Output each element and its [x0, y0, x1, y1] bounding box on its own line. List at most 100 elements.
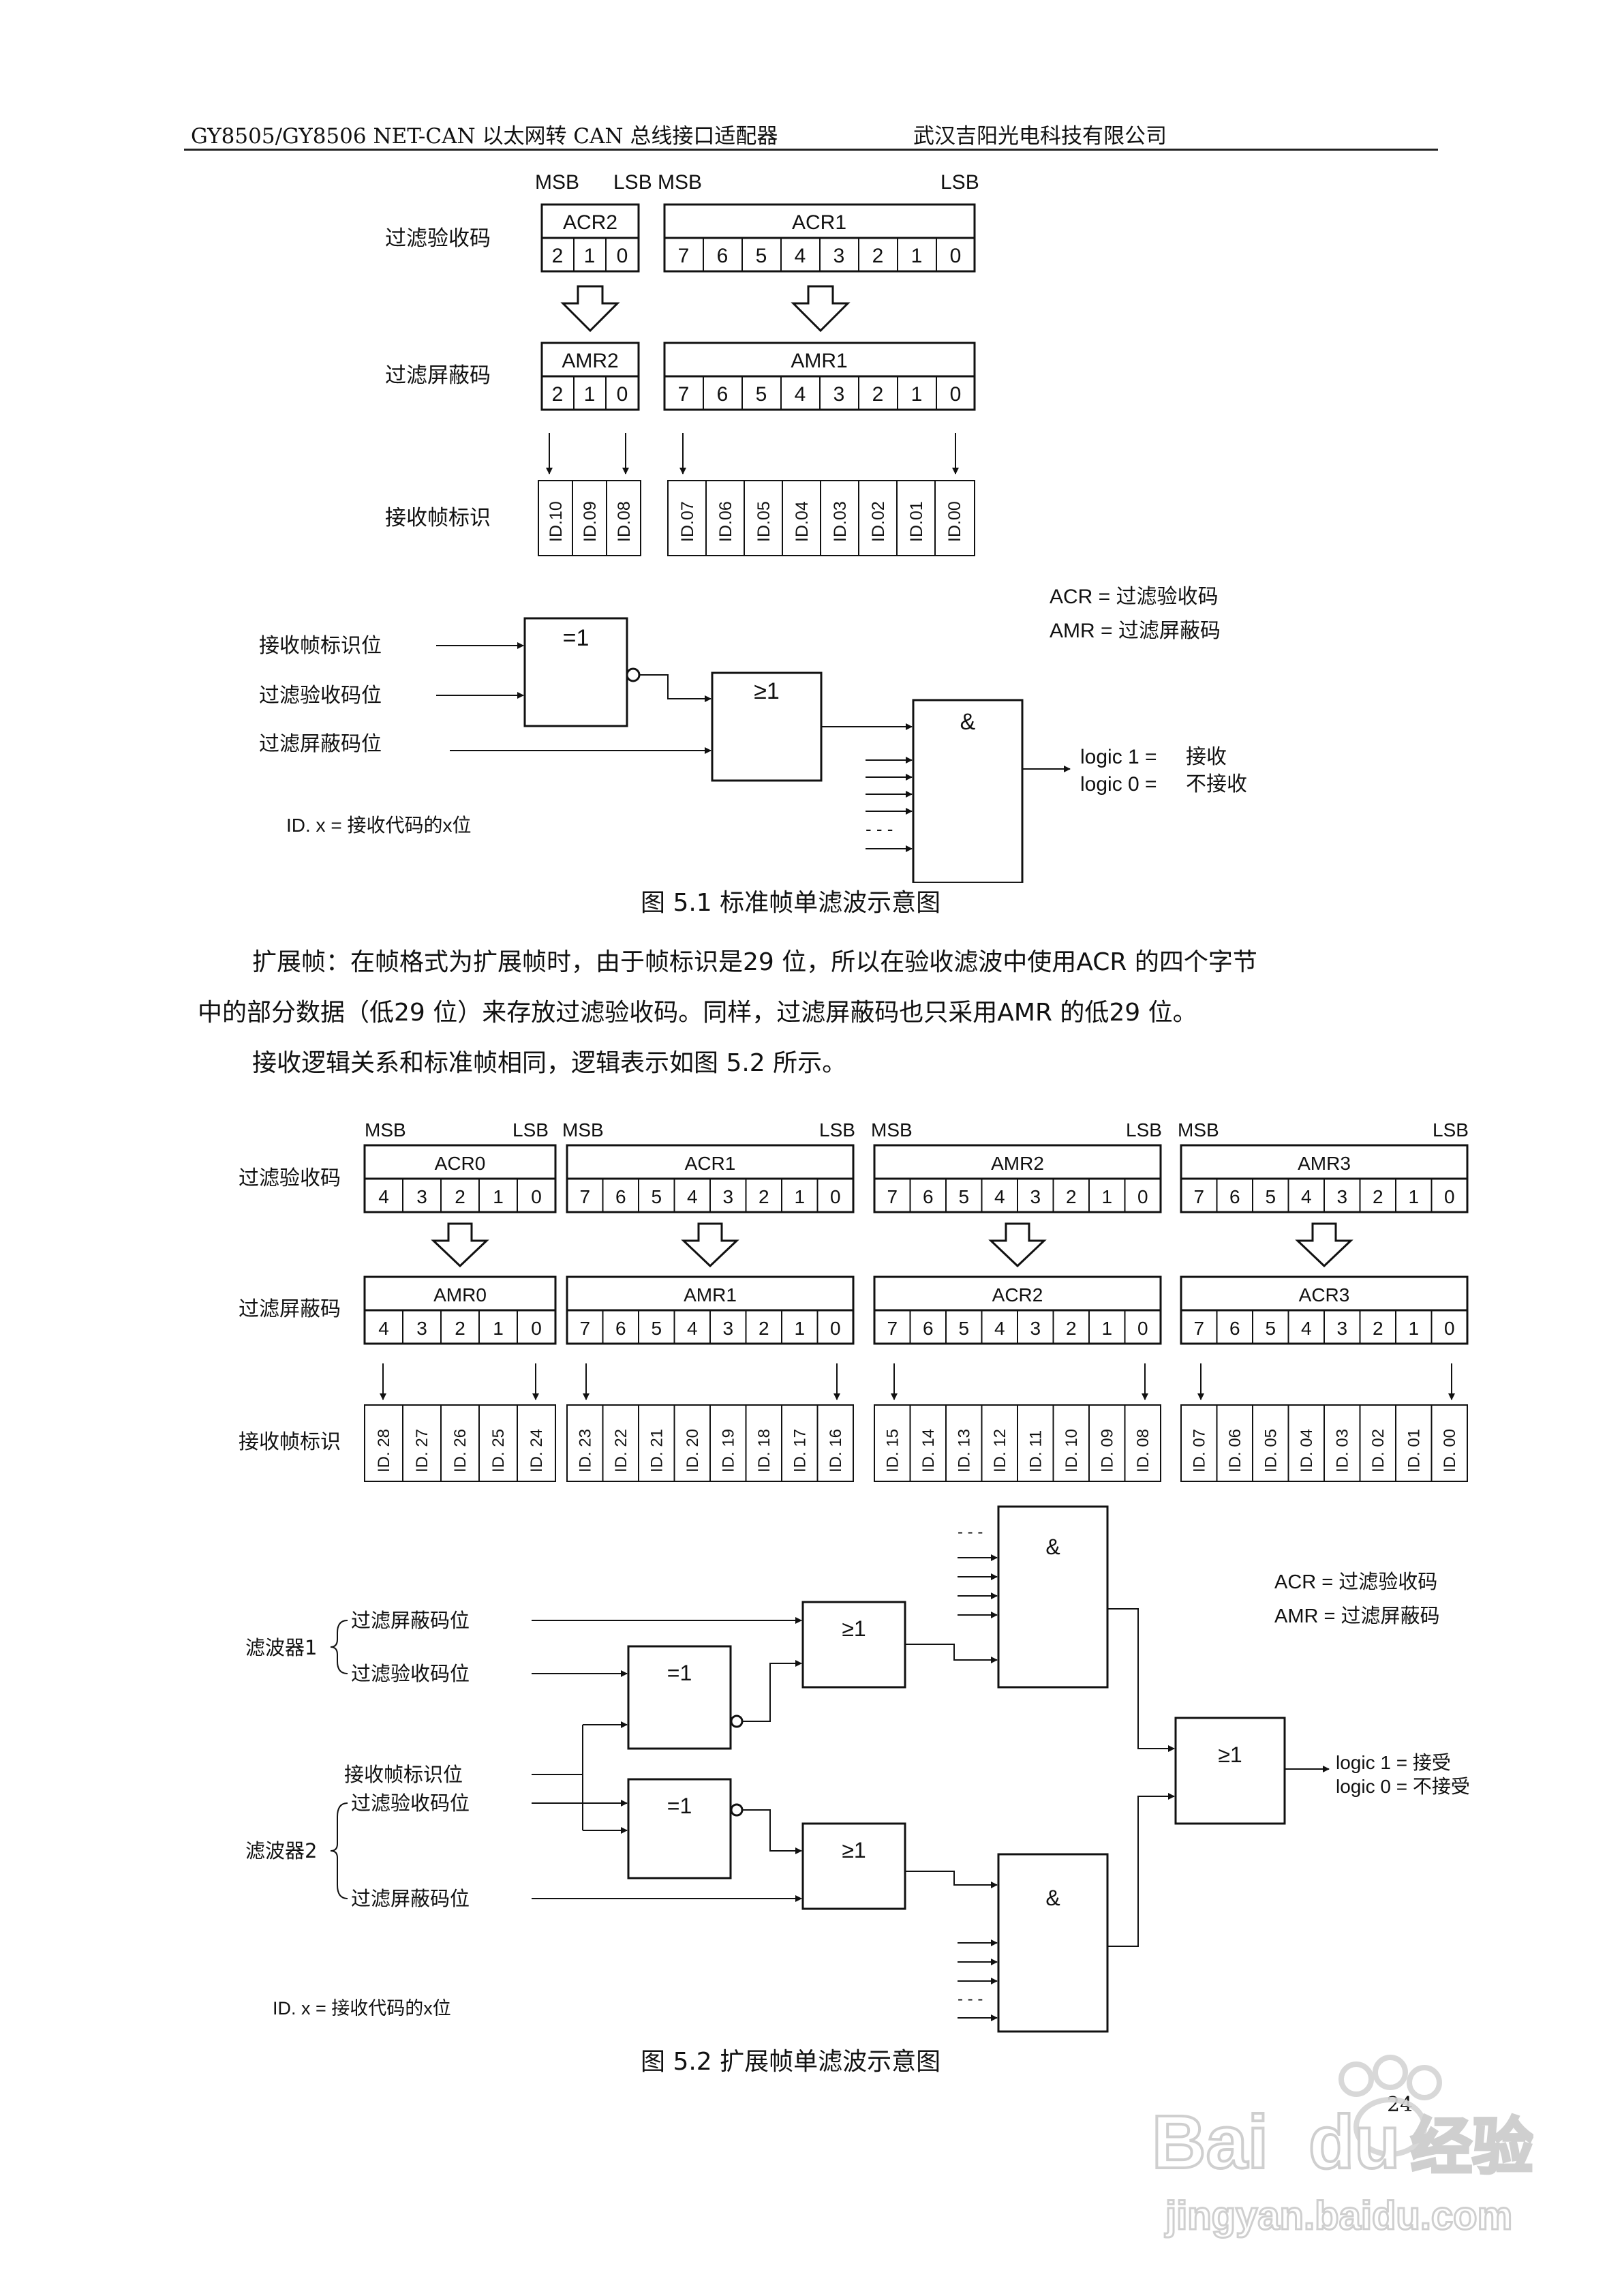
reg-acr2: ACR2 — [992, 1284, 1043, 1305]
bit-cell: 7 — [678, 245, 690, 267]
bit-cell: 5 — [651, 1318, 662, 1339]
id-label: ID. 18 — [755, 1429, 774, 1472]
reg-amr1: AMR1 — [684, 1284, 737, 1305]
or-gate-2 — [801, 1822, 906, 1910]
reg-amr2: AMR2 — [991, 1153, 1044, 1174]
id-label: ID.04 — [793, 501, 812, 542]
id-label: ID. 19 — [719, 1429, 737, 1472]
id-label: ID. 02 — [1369, 1429, 1388, 1472]
row-label: 过滤屏蔽码 — [239, 1297, 341, 1321]
id-label: ID. 04 — [1298, 1429, 1316, 1472]
id-label: ID. 12 — [991, 1429, 1009, 1472]
msb-label: MSB — [535, 171, 579, 194]
bit-cell: 5 — [756, 383, 767, 406]
id-label: ID. 27 — [413, 1429, 431, 1472]
lsb-label: LSB — [819, 1119, 855, 1141]
bit-cell: 2 — [455, 1186, 465, 1207]
logic-1: logic 1 = 接受 — [1336, 1752, 1451, 1773]
input-label: 接收帧标识位 — [259, 634, 382, 658]
bit-cell: 1 — [794, 1186, 805, 1207]
bit-cell: 4 — [795, 383, 806, 406]
figure-5-1: MSB LSB MSB LSB ACR2 ACR1 AMR2 AMR1 2 1 … — [259, 171, 1247, 883]
id-label: ID. 16 — [827, 1429, 845, 1472]
amr2-label: AMR2 — [562, 350, 618, 372]
paragraph: 中的部分数据（低29 位）来存放过滤验收码。同样，过滤屏蔽码也只采用AMR 的低… — [198, 999, 1197, 1027]
msb-label: MSB — [1178, 1119, 1219, 1141]
header-title: GY8505/GY8506 NET-CAN 以太网转 CAN 总线接口适配器 — [191, 124, 778, 149]
and-label: & — [960, 709, 976, 735]
msb-label: MSB — [871, 1119, 913, 1141]
id-label: ID.06 — [716, 501, 735, 542]
bit-cell: 2 — [1373, 1318, 1383, 1339]
bit-cell: 7 — [678, 383, 690, 406]
id-label: ID.03 — [831, 501, 850, 542]
bit-cell: 1 — [493, 1318, 504, 1339]
id-label: ID. 08 — [1134, 1429, 1152, 1472]
and-label: & — [1045, 1535, 1060, 1559]
logic-0: logic 0 = 不接受 — [1336, 1776, 1470, 1797]
bit-cell: 1 — [794, 1318, 805, 1339]
bit-cell: 7 — [579, 1318, 590, 1339]
bit-cell: 5 — [1265, 1318, 1276, 1339]
bit-cell: 2 — [552, 383, 564, 406]
bit-cell: 2 — [455, 1318, 465, 1339]
logic-1-text: 接收 — [1186, 745, 1227, 769]
bit-cell: 6 — [717, 245, 729, 267]
page-header: GY8505/GY8506 NET-CAN 以太网转 CAN 总线接口适配器 武… — [184, 116, 1438, 151]
id-label: ID. 01 — [1405, 1429, 1423, 1472]
id-label: ID. 14 — [919, 1429, 938, 1472]
logic-0-text: 不接收 — [1186, 772, 1247, 796]
lsb-label: LSB — [1433, 1119, 1469, 1141]
dashes: - - - — [958, 1523, 983, 1541]
figure-5-1-caption: 图 5.1 标准帧单滤波示意图 — [641, 889, 941, 917]
id-label: ID.00 — [945, 501, 964, 542]
bit-cell: 3 — [722, 1186, 733, 1207]
bit-cell: 0 — [617, 383, 628, 406]
id-label: ID.09 — [581, 501, 600, 542]
and-gate — [912, 699, 1024, 883]
bit-cell: 4 — [1301, 1186, 1312, 1207]
id-label: ID. 28 — [375, 1429, 393, 1472]
bit-cell: 6 — [615, 1186, 626, 1207]
and-label: & — [1045, 1886, 1060, 1910]
f2-mask-bit: 过滤屏蔽码位 — [351, 1887, 470, 1910]
figure-5-2-caption: 图 5.2 扩展帧单滤波示意图 — [641, 2048, 941, 2076]
bit-cell: 7 — [1193, 1186, 1204, 1207]
dashes: - - - — [958, 1990, 983, 2008]
reg-acr1: ACR1 — [685, 1153, 736, 1174]
bit-cell: 2 — [552, 245, 564, 267]
bit-cell: 3 — [1030, 1318, 1041, 1339]
bit-cell: 4 — [994, 1186, 1005, 1207]
id-label: ID. 24 — [527, 1429, 546, 1472]
bit-cell: 1 — [493, 1186, 504, 1207]
row-label: 接收帧标识 — [239, 1430, 341, 1454]
id-label: ID.08 — [615, 501, 634, 542]
bit-cell: 4 — [795, 245, 806, 267]
bit-cell: 5 — [958, 1318, 969, 1339]
row-label: 过滤屏蔽码 — [385, 363, 491, 388]
id-label: ID.02 — [869, 501, 888, 542]
reg-amr3: AMR3 — [1298, 1153, 1351, 1174]
bit-cell: 3 — [416, 1186, 427, 1207]
logic-0: logic 0 = — [1080, 773, 1157, 796]
bit-cell: 0 — [531, 1186, 542, 1207]
id-label: ID. 10 — [1062, 1429, 1081, 1472]
id-label: ID.10 — [547, 501, 566, 542]
id-label: ID. 23 — [576, 1429, 594, 1472]
row-label: 过滤验收码 — [385, 226, 491, 251]
bit-cell: 2 — [872, 383, 884, 406]
bit-cell: 0 — [950, 245, 962, 267]
lsb-label: LSB — [1126, 1119, 1162, 1141]
watermark-product: 经验 — [1411, 2111, 1533, 2183]
id-label: ID. 11 — [1026, 1430, 1045, 1472]
bit-cell: 2 — [1066, 1186, 1077, 1207]
watermark-url: jingyan.baidu.com — [1165, 2194, 1512, 2238]
bit-cell: 0 — [830, 1186, 841, 1207]
watermark-brand: Bai — [1152, 2100, 1268, 2184]
bit-cell: 0 — [950, 383, 962, 406]
bit-cell: 1 — [911, 245, 923, 267]
watermark-brand-2: du — [1309, 2100, 1400, 2184]
msb-label: MSB — [658, 171, 702, 194]
bit-cell: 1 — [584, 245, 596, 267]
amr1-label: AMR1 — [791, 350, 847, 372]
